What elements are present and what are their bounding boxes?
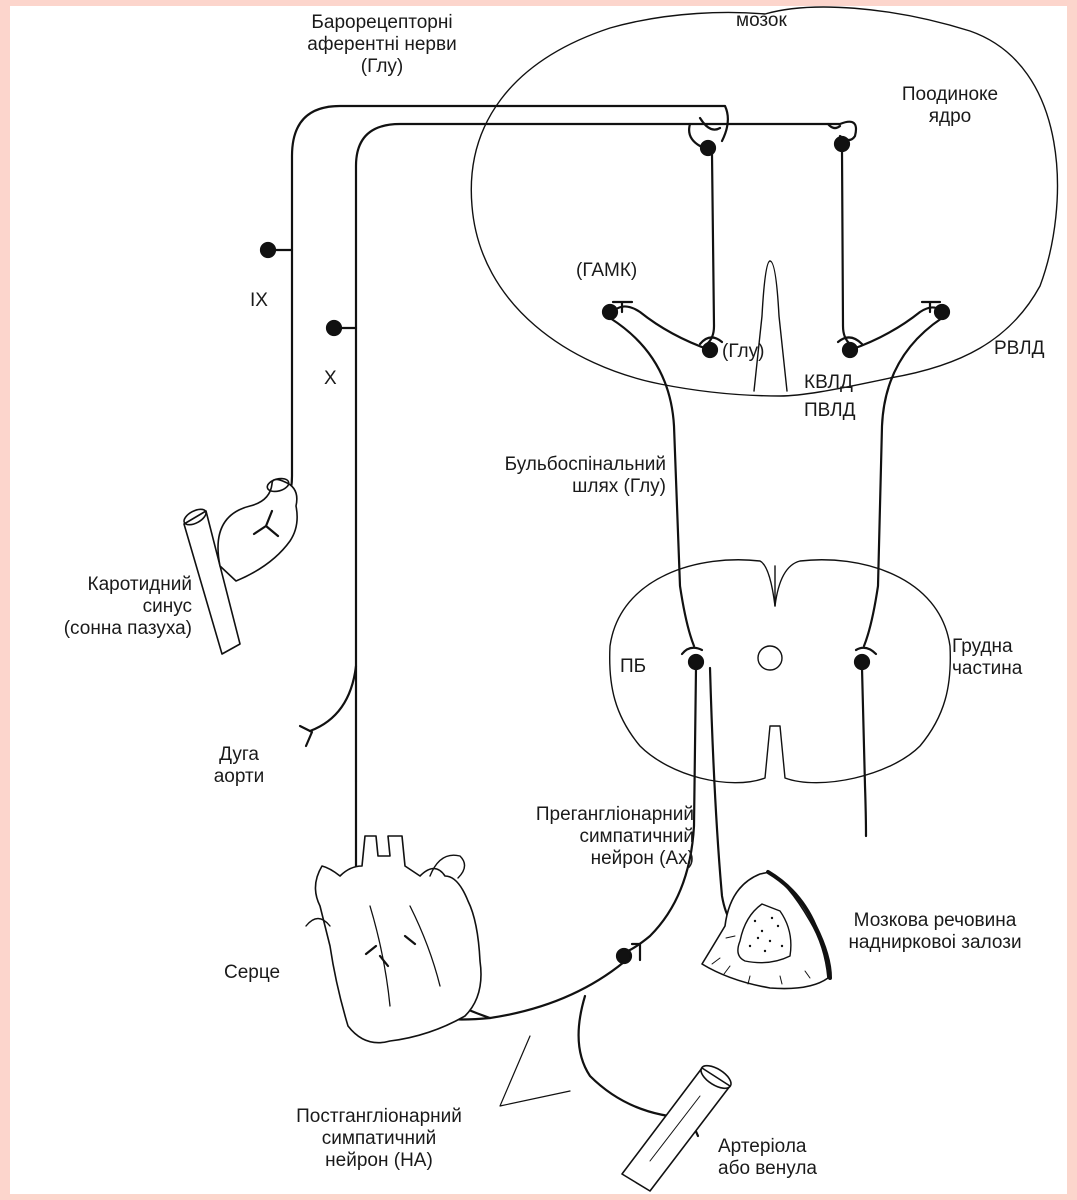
postgang-label-line1: Постгангліонарний xyxy=(254,1106,504,1128)
carotid-sinus-bulb xyxy=(218,479,297,581)
baroreceptor-label: Барорецепторні аферентні нерви (Глу) xyxy=(272,12,492,78)
vessel-label: Артеріола або венула xyxy=(718,1136,817,1180)
cvlm-label: КВЛД xyxy=(804,372,853,394)
pregang-terminal-right xyxy=(856,648,876,654)
vessel-tube xyxy=(622,1068,730,1191)
gaba-label: (ГАМК) xyxy=(576,260,637,282)
glu-center-label: (Глу) xyxy=(722,341,764,363)
postgang-label-line3: нейрон (НА) xyxy=(254,1150,504,1172)
afferent-x-fiber xyxy=(356,122,856,781)
carotid-label-line3: (сонна пазуха) xyxy=(10,618,192,640)
baroreceptor-label-line2: аферентні нерви xyxy=(272,34,492,56)
nts-to-cvlm-axon xyxy=(707,154,714,344)
aortic-label-line2: аорти xyxy=(194,766,284,788)
diagram-canvas: Барорецепторні аферентні нерви (Глу) моз… xyxy=(10,6,1067,1194)
pregang-label-line2: симпатичний xyxy=(430,826,694,848)
preganglionic-neuron-left xyxy=(689,655,703,669)
nerve-x-label: X xyxy=(324,368,337,390)
aortic-arch-label: Дуга аорти xyxy=(194,744,284,788)
postgang-label-line2: симпатичний xyxy=(254,1128,504,1150)
nts-neuron-left xyxy=(701,141,715,155)
vessel-label-line2: або венула xyxy=(718,1158,817,1180)
adrenal-label-line2: наднирковоі залози xyxy=(810,932,1060,954)
bulbospinal-label-line1: Бульбоспінальний xyxy=(410,454,666,476)
pregang-terminal-left xyxy=(682,648,702,654)
postgang-axon-to-vessel xyxy=(579,996,690,1118)
spinal-cord-outline xyxy=(610,560,951,783)
heart-label: Серце xyxy=(224,962,280,984)
bulbospinal-right xyxy=(864,318,942,646)
bulbospinal-label: Бульбоспінальний шлях (Глу) xyxy=(410,454,666,498)
pregang-label-line3: нейрон (Ах) xyxy=(430,848,694,870)
vessel-label-line1: Артеріола xyxy=(718,1136,817,1158)
preganglionic-label: Прегангліонарний симпатичний нейрон (Ах) xyxy=(430,804,694,870)
brain-midline xyxy=(754,261,787,391)
afferent-ix-fiber xyxy=(272,106,728,511)
aortic-terminal xyxy=(300,726,312,746)
thoracic-label: Грудна частина xyxy=(952,636,1022,680)
cord-descending-right xyxy=(862,668,866,836)
postganglionic-label: Постгангліонарний симпатичний нейрон (НА… xyxy=(254,1106,504,1172)
adrenal-label: Мозкова речовина наднирковоі залози xyxy=(810,910,1060,954)
gaba-axon-left xyxy=(615,306,710,350)
solitary-label-line1: Поодиноке xyxy=(880,84,1020,106)
baroreceptor-label-line3: (Глу) xyxy=(272,56,492,78)
carotid-label-line1: Каротидний xyxy=(10,574,192,596)
pregang-label-line1: Прегангліонарний xyxy=(430,804,694,826)
pb-label: ПБ xyxy=(620,656,646,678)
postgang-pointer xyxy=(500,1036,570,1106)
solitary-label-line2: ядро xyxy=(880,106,1020,128)
rvlm-neuron-right xyxy=(935,305,949,319)
central-canal xyxy=(758,646,782,670)
bulbospinal-label-line2: шлях (Глу) xyxy=(410,476,666,498)
brain-label: мозок xyxy=(736,10,787,32)
carotid-sinus-label: Каротидний синус (сонна пазуха) xyxy=(10,574,192,640)
carotid-label-line2: синус xyxy=(10,596,192,618)
aortic-branch xyxy=(310,666,356,731)
aortic-label-line1: Дуга xyxy=(194,744,284,766)
thoracic-label-line1: Грудна xyxy=(952,636,1022,658)
ix-ganglion xyxy=(261,243,275,257)
adrenal-label-line1: Мозкова речовина xyxy=(810,910,1060,932)
thoracic-label-line2: частина xyxy=(952,658,1022,680)
pvlm-label: ПВЛД xyxy=(804,400,855,422)
nts-to-rvlm-axon xyxy=(842,150,850,344)
solitary-nucleus-label: Поодиноке ядро xyxy=(880,84,1020,128)
baroreceptor-label-line1: Барорецепторні xyxy=(272,12,492,34)
brain-outline xyxy=(471,7,1057,396)
nerve-ix-label: IX xyxy=(250,290,268,312)
nts-neuron-right xyxy=(835,137,849,151)
x-ganglion xyxy=(327,321,341,335)
rvlm-label: РВЛД xyxy=(994,338,1044,360)
